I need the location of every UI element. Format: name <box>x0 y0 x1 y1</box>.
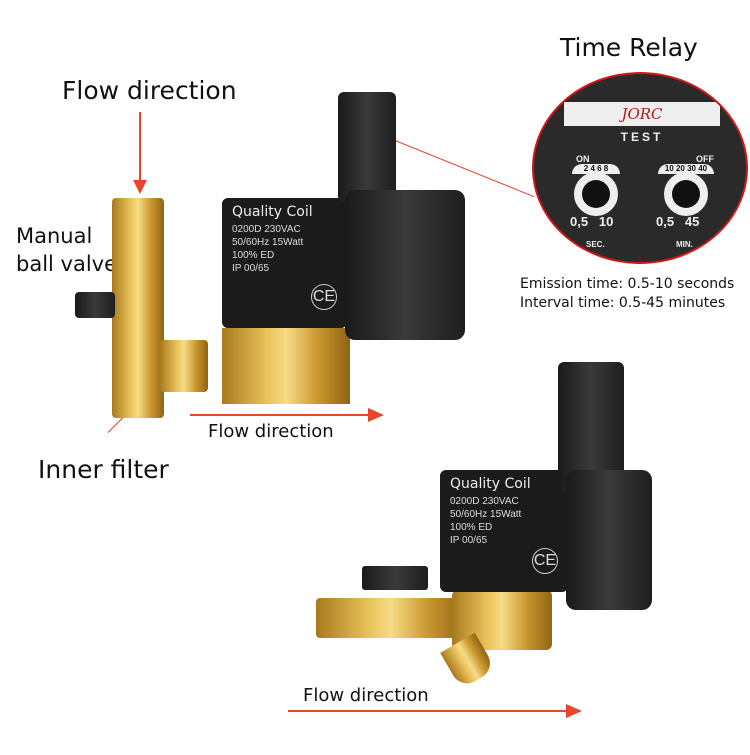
arrow-right-middle <box>190 414 370 416</box>
min-dial-ticks: 10 20 30 40 <box>658 164 714 174</box>
coil-spec: 100% ED <box>232 250 275 261</box>
relay-min-label: MIN. <box>676 240 693 249</box>
relay-test-label: TEST <box>620 130 664 144</box>
emission-time-label: Emission time: 0.5-10 seconds <box>520 276 735 292</box>
arrow-head-icon <box>566 704 582 718</box>
inner-filter-label: Inner filter <box>38 455 169 484</box>
ce-mark: CE <box>532 548 558 574</box>
ce-mark: CE <box>311 284 337 310</box>
flow-direction-label-middle: Flow direction <box>208 421 334 442</box>
relay-off-label: OFF <box>696 154 714 164</box>
relay-connector-bottom <box>566 470 652 610</box>
coil-brand: Quality Coil <box>232 204 313 220</box>
arrow-head-icon <box>133 180 147 194</box>
sec-dial-ticks: 2 4 6 8 <box>572 164 620 174</box>
coil-spec: IP 00/65 <box>232 263 270 274</box>
interval-time-label: Interval time: 0.5-45 minutes <box>520 295 726 311</box>
min-range: 0,5 45 <box>656 214 700 229</box>
flow-direction-label-bottom: Flow direction <box>303 685 429 706</box>
solenoid-valve-body <box>222 328 350 404</box>
relay-on-label: ON <box>576 154 590 164</box>
coil-spec: 0200D 230VAC <box>232 224 301 235</box>
flow-direction-label-top: Flow direction <box>62 76 237 105</box>
coil-spec: 0200D 230VAC <box>450 496 519 507</box>
manual-ball-valve-label-1: Manual <box>16 224 93 248</box>
time-relay-closeup: JORC TEST ON OFF 2 4 6 8 10 20 30 40 0,5… <box>532 72 748 264</box>
brass-tee-side-outlet <box>160 340 208 392</box>
coil-brand: Quality Coil <box>450 476 531 492</box>
relay-connector-top <box>345 190 465 340</box>
brass-tee-body <box>112 198 164 418</box>
time-relay-label: Time Relay <box>560 33 698 62</box>
coil-spec: IP 00/65 <box>450 535 488 546</box>
arrow-down-top <box>139 112 141 182</box>
ball-valve-handle <box>75 292 115 318</box>
arrow-head-icon <box>368 408 384 422</box>
arrow-right-bottom <box>288 710 568 712</box>
manual-ball-valve-label-2: ball valve <box>16 252 118 276</box>
leader-line-relay <box>394 140 535 198</box>
sec-range: 0,5 10 <box>570 214 614 229</box>
sec-dial[interactable] <box>574 172 618 216</box>
coil-spec: 50/60Hz 15Watt <box>450 509 522 520</box>
time-relay-box-top <box>338 92 396 202</box>
assembled-pipe-inlet <box>316 598 466 638</box>
solenoid-coil-top: Quality Coil 0200D 230VAC 50/60Hz 15Watt… <box>222 198 347 328</box>
coil-spec: 50/60Hz 15Watt <box>232 237 304 248</box>
coil-spec: 100% ED <box>450 522 493 533</box>
min-dial[interactable] <box>664 172 708 216</box>
solenoid-coil-bottom: Quality Coil 0200D 230VAC 50/60Hz 15Watt… <box>440 470 568 592</box>
assembled-ball-valve-handle <box>362 566 428 590</box>
relay-sec-label: SEC. <box>586 240 605 249</box>
relay-brand-plate: JORC <box>564 102 720 126</box>
